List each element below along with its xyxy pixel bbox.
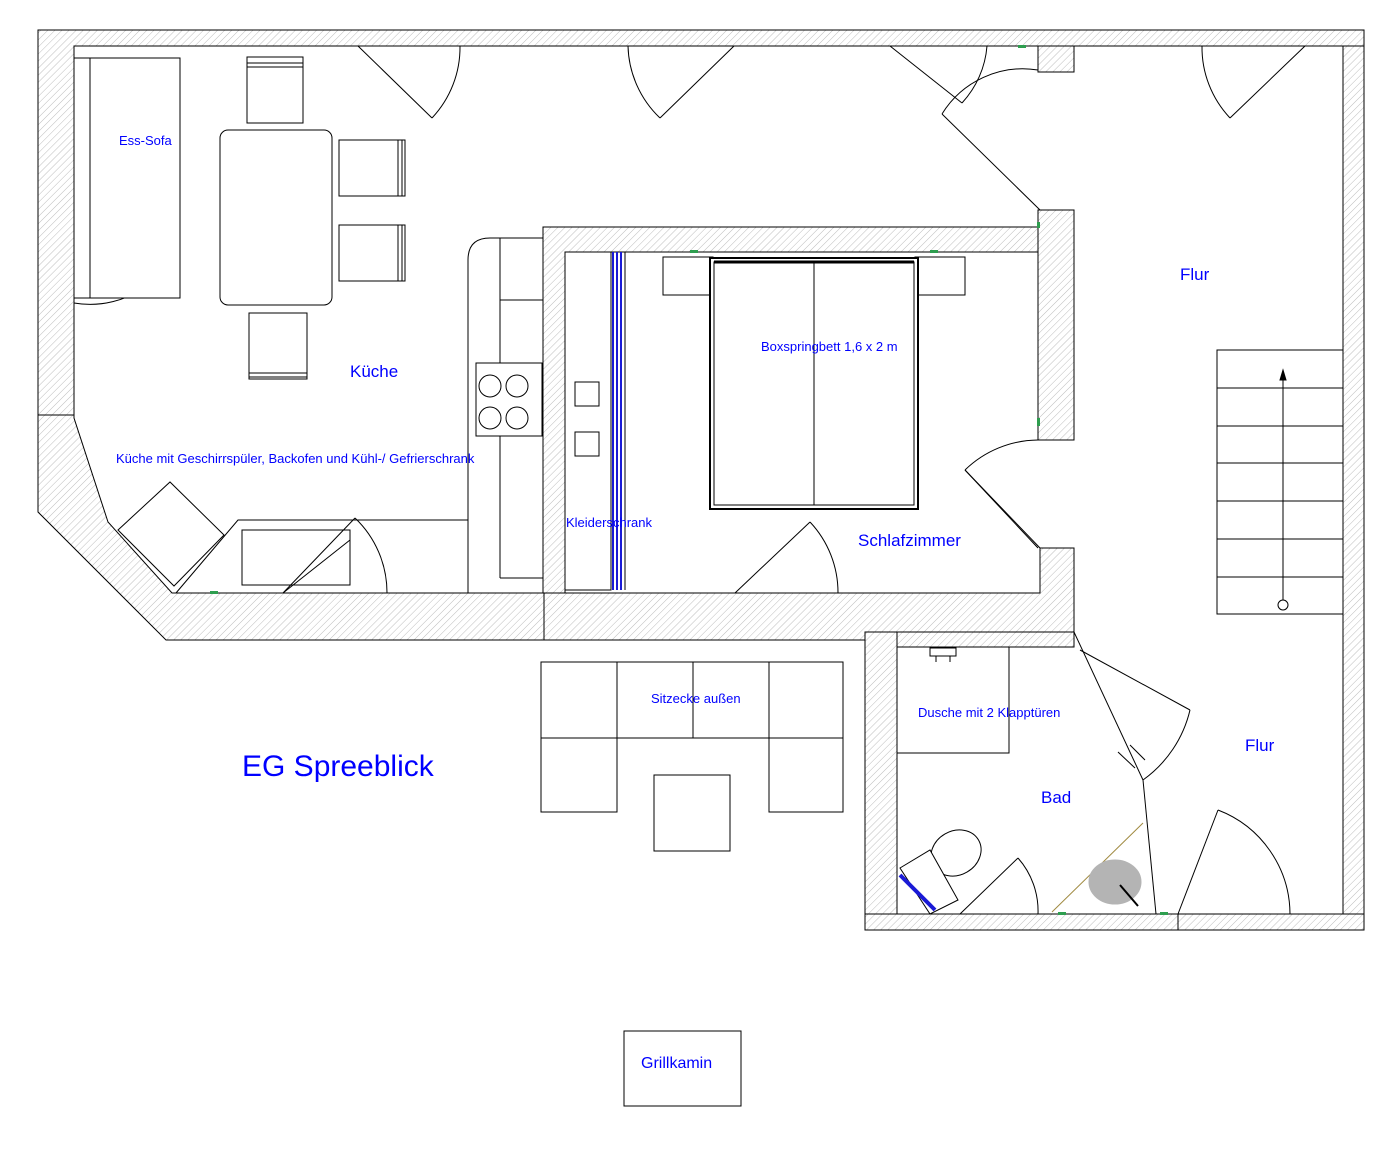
label-sofa: Ess-Sofa bbox=[119, 133, 173, 148]
label-outdoor-seating: Sitzecke außen bbox=[651, 691, 741, 706]
room-label-bath: Bad bbox=[1041, 788, 1071, 807]
bath-fixtures bbox=[896, 646, 1146, 915]
label-wardrobe: Kleiderschrank bbox=[566, 515, 652, 530]
bedroom-furniture bbox=[564, 251, 966, 591]
staircase bbox=[1216, 349, 1344, 615]
plan-title: EG Spreeblick bbox=[242, 750, 435, 783]
room-label-kitchen: Küche bbox=[350, 362, 398, 381]
walls bbox=[37, 29, 1365, 931]
room-label-hall-top: Flur bbox=[1180, 265, 1210, 284]
room-label-hall-bottom: Flur bbox=[1245, 736, 1275, 755]
kitchen-counter bbox=[117, 237, 543, 594]
dining-set bbox=[73, 56, 406, 380]
room-label-bedroom: Schlafzimmer bbox=[858, 531, 961, 550]
labels: EG Spreeblick Küche Schlafzimmer Flur Fl… bbox=[116, 133, 1275, 1072]
label-shower: Dusche mit 2 Klapptüren bbox=[918, 705, 1060, 720]
label-bed: Boxspringbett 1,6 x 2 m bbox=[761, 339, 898, 354]
outdoor-seating bbox=[540, 661, 844, 1107]
doors bbox=[73, 45, 1306, 915]
diagonal-wall bbox=[941, 113, 1179, 930]
label-kitchen-note: Küche mit Geschirrspüler, Backofen und K… bbox=[116, 451, 475, 466]
label-grill: Grillkamin bbox=[641, 1055, 712, 1072]
hinge-marks bbox=[210, 45, 1168, 915]
